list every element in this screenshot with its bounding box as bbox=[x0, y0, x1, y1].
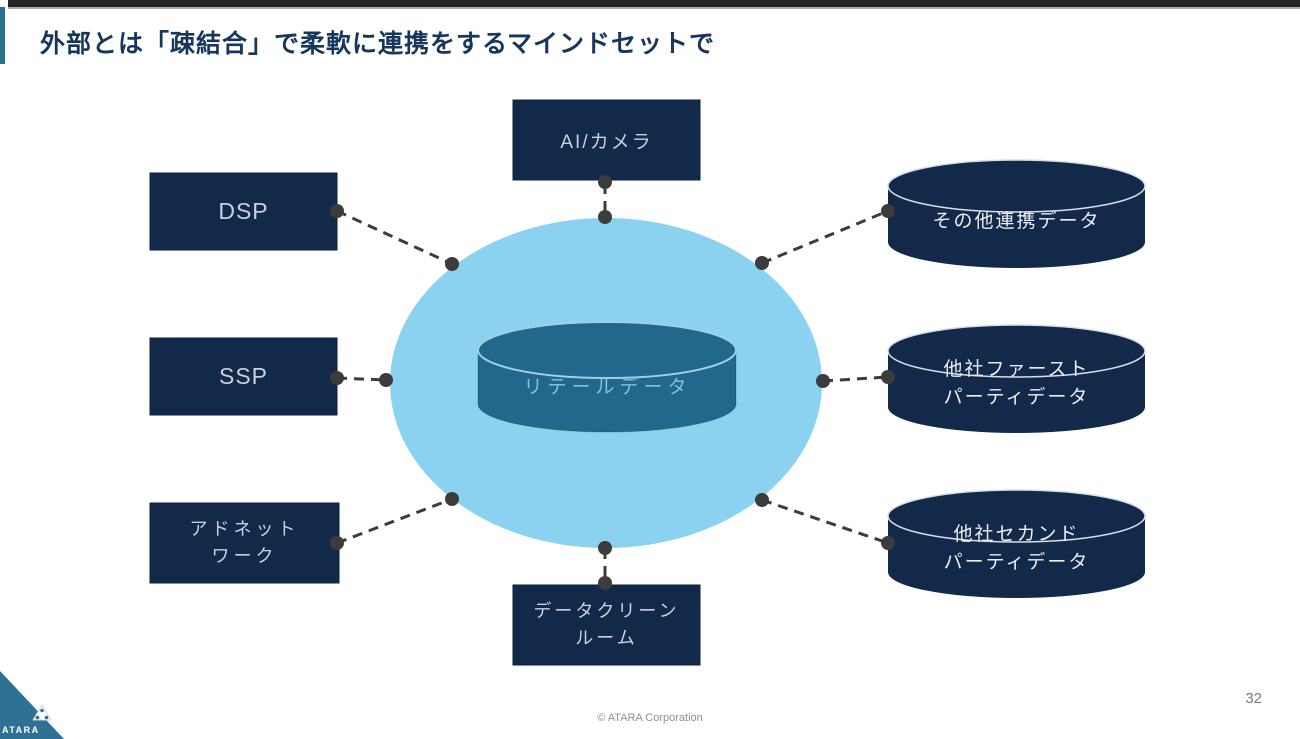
page-number: 32 bbox=[1245, 690, 1262, 707]
node-box-data-clean-room bbox=[512, 584, 701, 666]
connector-second-party bbox=[761, 498, 889, 545]
node-box-ad-network bbox=[149, 502, 340, 584]
connector-first-party bbox=[822, 375, 889, 383]
corner-ribbon bbox=[0, 671, 64, 739]
page-title: 外部とは「疎結合」で柔軟に連携をするマインドセットで bbox=[40, 30, 716, 58]
top-bar bbox=[8, 0, 1300, 9]
connector-ad-network bbox=[336, 497, 453, 545]
atara-logo-text: ATARA bbox=[2, 725, 40, 735]
connector-other-linked-data bbox=[761, 209, 889, 265]
cylinder-first-party bbox=[887, 324, 1146, 433]
copyright-text: © ATARA Corporation bbox=[597, 712, 703, 724]
title-accent-bar bbox=[0, 7, 5, 64]
connector-ssp bbox=[336, 376, 387, 382]
atara-logo-icon bbox=[32, 704, 52, 721]
cylinder-other-linked-data bbox=[887, 159, 1146, 268]
node-box-ssp bbox=[149, 337, 338, 416]
connector-dsp bbox=[336, 209, 453, 266]
cylinder-second-party bbox=[887, 489, 1146, 598]
node-box-dsp bbox=[149, 172, 338, 251]
retail-data-cylinder bbox=[477, 321, 737, 433]
connector-endpoint-dots bbox=[330, 175, 895, 590]
node-box-ai-camera bbox=[512, 99, 701, 181]
